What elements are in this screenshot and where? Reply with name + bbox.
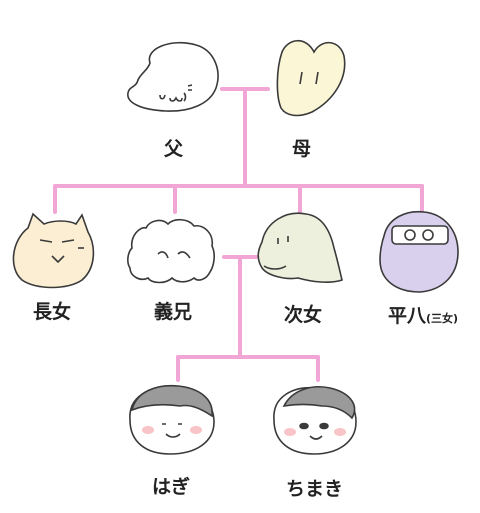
tree-lines bbox=[53, 87, 424, 382]
hachi-note: (三女) bbox=[426, 312, 459, 325]
hachi-name: 平八 bbox=[388, 305, 427, 327]
brother-in-law-fluffy-icon bbox=[127, 218, 215, 284]
hachi-label: 平八(三女) bbox=[388, 301, 458, 328]
brother-in-law-label: 義兄 bbox=[154, 301, 193, 323]
mother-label: 母 bbox=[292, 138, 312, 160]
father-label: 父 bbox=[164, 138, 184, 160]
chimaki-label: ちまき bbox=[286, 478, 344, 500]
eldest-daughter-cat-icon bbox=[12, 212, 95, 289]
hagi-label: はぎ bbox=[152, 476, 191, 498]
father-blob-icon bbox=[127, 41, 219, 112]
mother-heart-icon bbox=[276, 39, 346, 117]
hagi-baby-icon bbox=[129, 384, 215, 455]
eldest-daughter-label: 長女 bbox=[33, 301, 72, 323]
second-daughter-dino-icon bbox=[257, 212, 343, 283]
chimaki-baby-icon bbox=[273, 386, 357, 455]
hachi-glasses-icon bbox=[379, 210, 459, 293]
second-daughter-label: 次女 bbox=[284, 304, 323, 326]
